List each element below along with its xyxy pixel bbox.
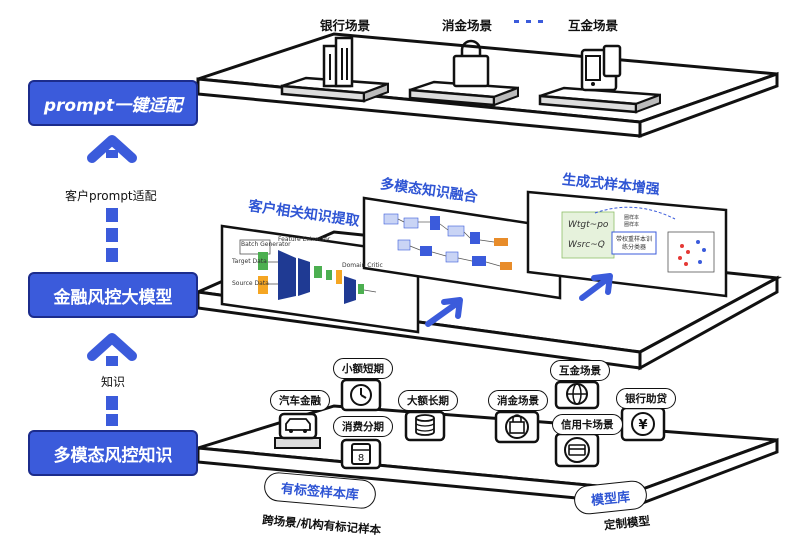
flow-arrow-2 — [579, 273, 613, 301]
tag-car-finance: 汽车金融 — [270, 390, 330, 411]
batch-generator-label: Batch Generator — [241, 241, 291, 248]
phone-icon — [580, 44, 622, 92]
target-data-label: Target Data — [232, 258, 267, 265]
source-data-label: Source Data — [232, 280, 269, 287]
svg-text:8: 8 — [358, 453, 364, 464]
internet-finance-scene-pedestal — [538, 44, 661, 114]
knowledge-box: 多模态风控知识 — [28, 430, 198, 476]
coins-icon — [415, 414, 435, 436]
globe-icon — [566, 383, 588, 405]
long-term-pedestal — [404, 410, 446, 442]
internet-scene-pedestal — [554, 380, 600, 410]
flow-arrow-1 — [425, 297, 463, 327]
big-model-box: 金融风控大模型 — [28, 272, 198, 318]
panel-multimodal-fusion — [362, 196, 562, 300]
ellipsis-dots — [514, 20, 543, 23]
bank-loan-pedestal: ¥ — [620, 406, 666, 442]
scene-label-consumer: 消金场景 — [442, 18, 493, 33]
consumer-scene-pedestal — [494, 410, 540, 444]
scene-label-internet: 互金场景 — [568, 18, 619, 33]
clock-icon — [350, 384, 372, 406]
installment-pedestal: 8 — [340, 438, 382, 470]
tag-small-short: 小额短期 — [333, 358, 393, 379]
credit-card-pedestal — [554, 432, 600, 468]
short-term-pedestal — [340, 378, 382, 412]
tag-bank-loan: 银行助贷 — [616, 388, 676, 409]
scene-label-bank: 银行场景 — [320, 18, 371, 33]
prompt-adapt-box: prompt一键适配 — [28, 80, 198, 126]
tag-internet-scene: 互金场景 — [550, 360, 610, 381]
big-model-label: 金融风控大模型 — [53, 287, 173, 308]
domain-critic-label: Domain Critic — [342, 262, 383, 269]
car-icon — [285, 418, 311, 433]
card-icon — [564, 437, 590, 463]
legend-1: 圈样本 — [624, 215, 640, 221]
up-arrow-lower — [87, 333, 137, 426]
svg-text:¥: ¥ — [638, 418, 647, 433]
tag-large-long: 大额长期 — [398, 390, 458, 411]
bank-scene-pedestal — [280, 36, 389, 103]
shopping-bag-icon — [452, 39, 490, 88]
yuan-icon: ¥ — [631, 412, 655, 436]
calendar-icon: 8 — [351, 443, 371, 465]
knowledge-arrow-label: 知识 — [98, 372, 129, 391]
tag-consumer-scene: 消金场景 — [488, 390, 548, 411]
car-finance-pedestal — [274, 412, 321, 449]
up-arrow-upper — [87, 135, 137, 262]
formula-top: Wtgt~po — [568, 220, 609, 230]
panel-generative-augmentation — [526, 190, 728, 298]
formula-bottom: Wsrc~Q — [568, 240, 605, 250]
weighted-classifier-box: 带权重样本训练分类器 — [615, 236, 652, 251]
feature-extractor-label: Feature Extractor — [278, 236, 331, 243]
knowledge-label: 多模态风控知识 — [53, 445, 173, 466]
legend-2: 圈样本 — [624, 222, 640, 228]
consumer-finance-scene-pedestal — [408, 39, 519, 107]
tag-credit-card: 信用卡场景 — [552, 414, 623, 435]
prompt-adapt-label: prompt一键适配 — [43, 95, 183, 116]
prompt-adapt-arrow-label: 客户prompt适配 — [62, 186, 160, 205]
building-icon — [322, 36, 354, 88]
bag-icon — [505, 414, 529, 439]
tag-installment: 消费分期 — [333, 416, 393, 437]
